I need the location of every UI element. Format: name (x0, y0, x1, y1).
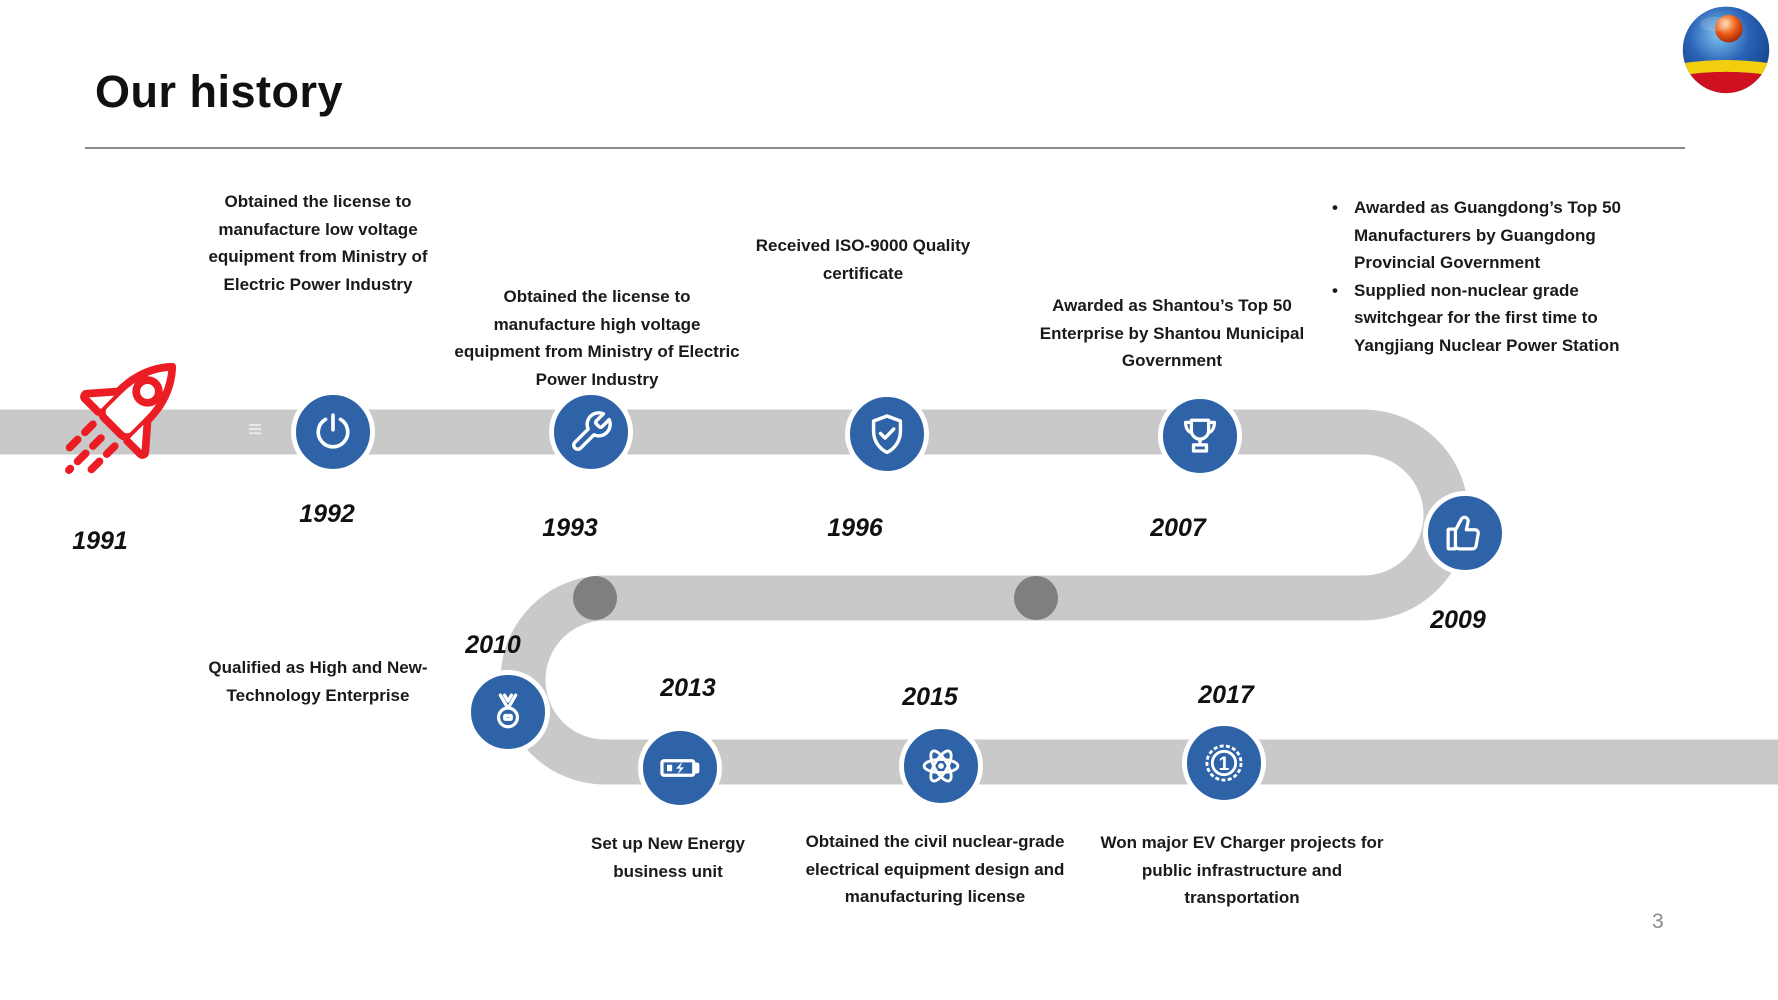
year-label-2010: 2010 (465, 631, 521, 659)
bullet-item: • Supplied non-nuclear grade switchgear … (1332, 277, 1684, 360)
milestone-bullets-2009: • Awarded as Guangdong’s Top 50 Manufact… (1332, 194, 1684, 359)
milestone-text-2010: Qualified as High and New- Technology En… (208, 658, 428, 705)
sphere-logo-icon (1682, 6, 1770, 94)
milestone-node-2007 (1158, 394, 1242, 478)
year-label-2017: 2017 (1198, 681, 1254, 709)
badge-number-1-icon: 1 (1205, 744, 1243, 782)
milestone-node-1993 (549, 390, 633, 474)
bullet-marker: • (1332, 280, 1338, 300)
power-icon (316, 413, 350, 449)
year-label-1993: 1993 (542, 514, 598, 542)
timeline-path (0, 409, 1778, 785)
milestone-node-2010 (466, 670, 550, 754)
medal-icon (496, 693, 520, 729)
bullet-text: Supplied non-nuclear grade switchgear fo… (1354, 280, 1620, 355)
wrench-icon (572, 411, 612, 451)
year-label-2009: 2009 (1430, 606, 1486, 634)
milestone-text-2007: Awarded as Shantou’s Top 50 Enterprise b… (1039, 296, 1305, 370)
milestone-node-1992 (291, 390, 375, 474)
trophy-icon (1183, 418, 1217, 453)
year-label-2015: 2015 (902, 683, 958, 711)
rocket-icon (36, 328, 211, 513)
thumbs-up-icon (1446, 515, 1480, 551)
milestone-node-2009 (1423, 491, 1507, 575)
connector-dot (573, 576, 617, 620)
year-label-1996: 1996 (827, 514, 883, 542)
connector-dot (1014, 576, 1058, 620)
battery-charging-icon (660, 759, 700, 777)
milestone-text-2015: Obtained the civil nuclear-grade electri… (805, 832, 1065, 906)
year-label-2013: 2013 (660, 674, 716, 702)
milestone-node-2013 (638, 726, 722, 810)
title-divider (85, 147, 1685, 149)
bullet-item: • Awarded as Guangdong’s Top 50 Manufact… (1332, 194, 1684, 277)
page-title: Our history (95, 66, 344, 117)
bullet-marker: • (1332, 198, 1338, 217)
milestone-node-2017: 1 (1182, 721, 1266, 805)
year-label-1992: 1992 (299, 500, 355, 528)
milestone-text-1996: Received ISO-9000 Quality certificate (755, 236, 971, 283)
milestone-text-2013: Set up New Energy business unit (591, 834, 745, 881)
shield-check-icon (871, 414, 903, 455)
milestone-node-2015 (899, 724, 983, 808)
year-label-1991: 1991 (72, 527, 128, 555)
milestone-text-1993: Obtained the license to manufacture high… (454, 287, 740, 389)
page-number: 3 (1652, 910, 1664, 933)
milestone-text-1992: Obtained the license to manufacture low … (208, 192, 428, 294)
milestone-node-1996 (845, 392, 929, 476)
atom-icon (922, 749, 960, 783)
badge-number-label: 1 (1219, 754, 1230, 775)
company-logo (1680, 2, 1772, 96)
year-label-2007: 2007 (1150, 514, 1206, 542)
hamburger-watermark-icon: ≡ (248, 416, 263, 443)
milestone-text-2017: Won major EV Charger projects for public… (1100, 833, 1384, 907)
bullet-text: Awarded as Guangdong’s Top 50 Manufactur… (1354, 198, 1622, 272)
